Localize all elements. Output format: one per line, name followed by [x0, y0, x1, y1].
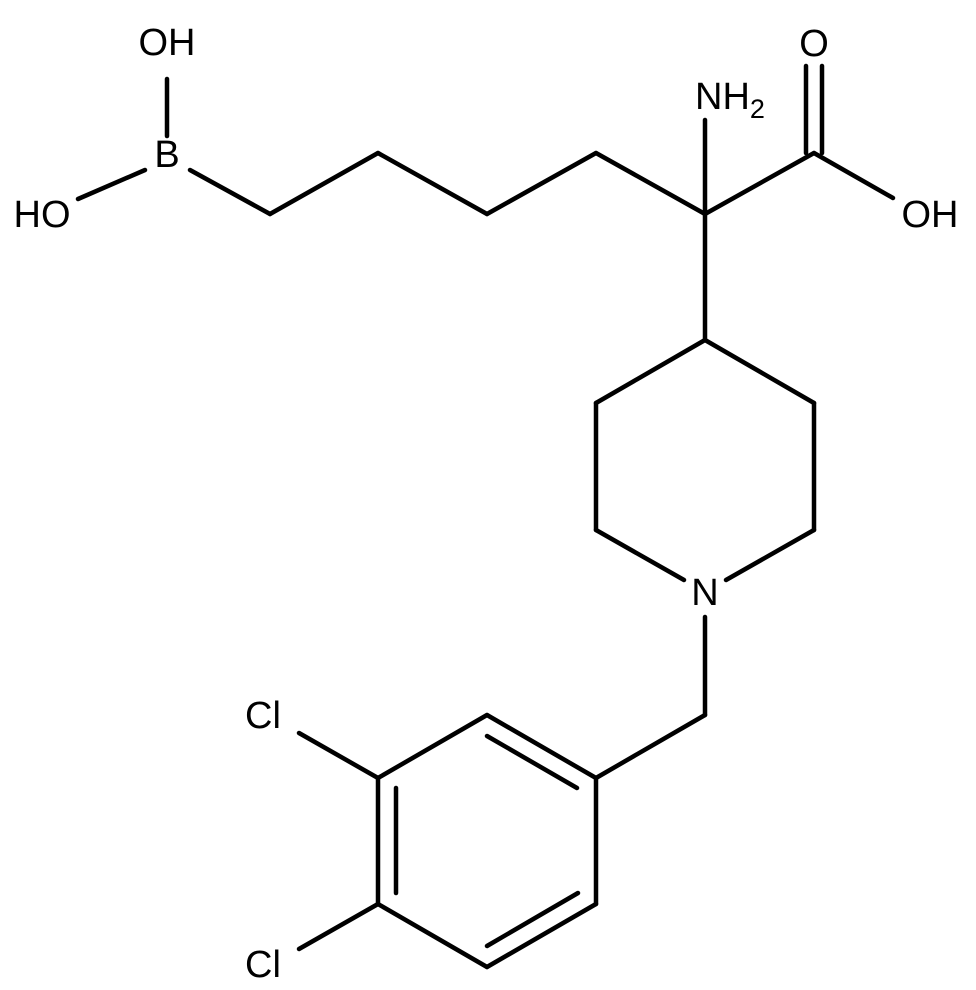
bond-arene-4 — [375, 901, 490, 970]
bond-arene-1 — [484, 712, 599, 781]
bond-ring-6 — [593, 337, 708, 406]
label-piperidine-nitrogen: N — [691, 572, 718, 614]
bond-b-ho-left — [75, 167, 148, 202]
bond-ch2-aryl — [593, 712, 708, 781]
label-ho-left: HO — [14, 194, 71, 236]
bond-chain-2 — [375, 150, 490, 217]
bond-chain-4 — [593, 150, 708, 217]
bond-c-cooh — [702, 150, 817, 217]
bond-ring-3 — [723, 527, 817, 583]
bond-chain-1 — [267, 150, 381, 217]
label-nh2: NH2 — [695, 76, 765, 124]
bond-b-chain — [187, 167, 273, 217]
bond-ring-1 — [702, 337, 817, 406]
bond-cl-bottom — [296, 901, 381, 952]
label-carbonyl-oxygen: O — [799, 23, 829, 65]
bond-arene-2 — [375, 712, 490, 781]
bond-chain-3 — [484, 150, 599, 217]
bond-arene-5 — [484, 901, 599, 970]
bond-ring-4 — [593, 527, 687, 583]
label-nh: NH — [695, 76, 750, 118]
label-nh-subscript: 2 — [750, 94, 765, 124]
label-oh-top: OH — [139, 22, 196, 64]
bond-c-oh-acid — [811, 150, 896, 201]
label-cl-bottom: Cl — [245, 944, 281, 986]
atom-label-group: OH B HO NH2 O OH N Cl Cl — [14, 22, 959, 986]
bond-group — [75, 63, 896, 970]
bond-cl-top — [296, 730, 381, 781]
label-oh-acid: OH — [902, 194, 959, 236]
bond-arene-5-inner — [484, 890, 581, 949]
bond-arene-1-inner — [484, 733, 580, 791]
label-cl-top: Cl — [245, 695, 281, 737]
label-boron: B — [154, 134, 179, 176]
